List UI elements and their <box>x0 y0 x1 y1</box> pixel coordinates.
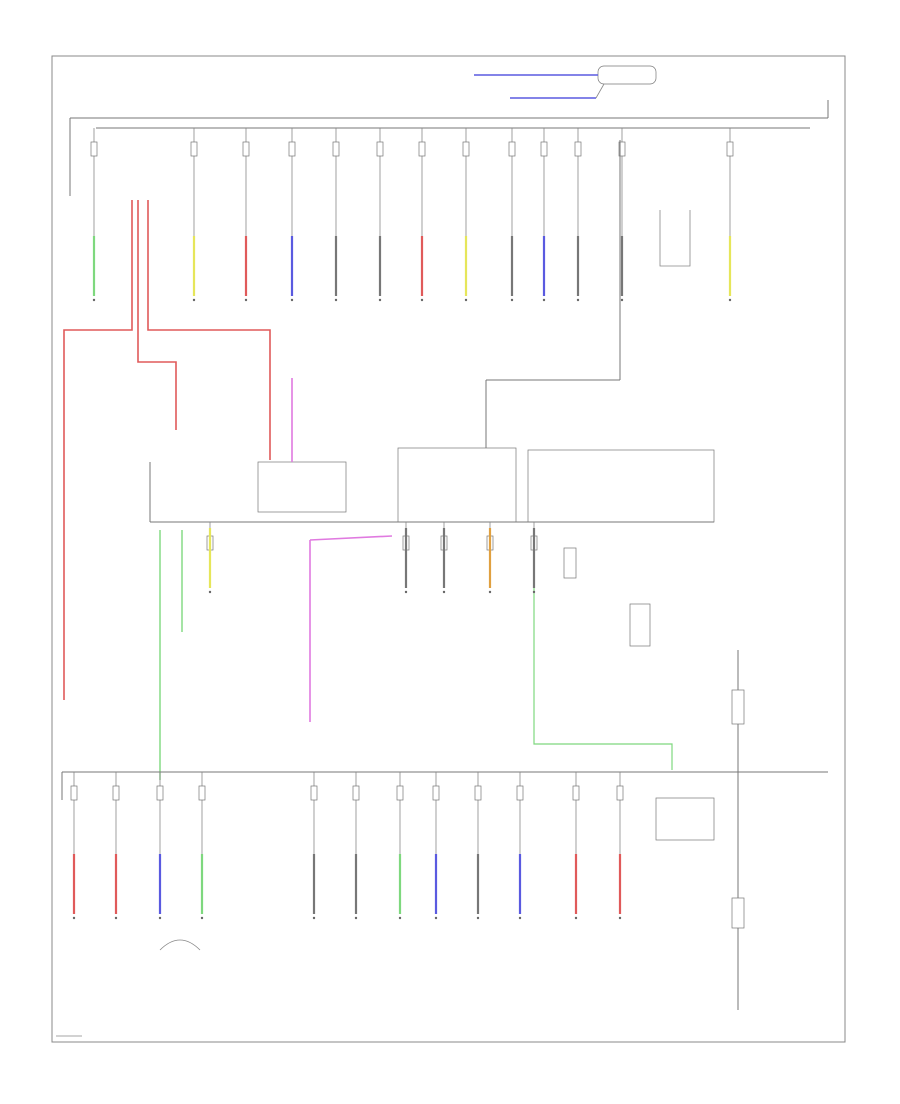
upper-fuse-13 <box>726 128 734 302</box>
lower-fuse-11 <box>572 772 580 920</box>
middle-drop-1 <box>402 522 410 594</box>
lower-fuse-7 <box>396 772 404 920</box>
main-red-feed <box>63 200 271 700</box>
upper-fuse-10 <box>540 128 548 302</box>
lower-fuse-3 <box>156 772 164 920</box>
upper-fuse-4 <box>288 128 296 302</box>
switch-link-wire <box>595 83 605 99</box>
lower-fuse-5 <box>310 772 318 920</box>
lower-fuse-2 <box>112 772 120 920</box>
upper-fuse-12 <box>618 128 626 302</box>
diagram-frame <box>51 55 846 1043</box>
upper-fuse-8 <box>462 128 470 302</box>
lower-fuse-6 <box>352 772 360 920</box>
pink-wire <box>291 378 393 722</box>
lower-fuse-10 <box>516 772 524 920</box>
middle-drop-5 <box>206 522 214 594</box>
upper-fuse-11 <box>574 128 582 302</box>
lower-fuse-1 <box>70 772 78 920</box>
right-component-chain <box>563 547 745 929</box>
upper-fuse-5 <box>332 128 340 302</box>
upper-fuse-2 <box>190 128 198 302</box>
lower-fuse-12 <box>616 772 624 920</box>
lower-fuse-row <box>70 772 624 920</box>
upper-fuse-6 <box>376 128 384 302</box>
ground-loop-right <box>659 210 691 267</box>
upper-fuse-row <box>90 128 734 302</box>
middle-drop-2 <box>440 522 448 594</box>
upper-fuse-3 <box>242 128 250 302</box>
upper-fuse-9 <box>508 128 516 302</box>
lower-fuse-8 <box>432 772 440 920</box>
ground-loop-left <box>159 939 201 951</box>
lower-fuse-4 <box>198 772 206 920</box>
upper-fuse-1 <box>90 128 98 302</box>
middle-connector-row <box>206 522 538 594</box>
upper-fuse-7 <box>418 128 426 302</box>
middle-junction-block <box>149 140 715 523</box>
lower-fuse-9 <box>474 772 482 920</box>
middle-drop-4 <box>530 522 538 594</box>
lower-fuse-box <box>61 650 828 1010</box>
green-wire-c <box>533 540 673 770</box>
upper-fuse-box <box>69 100 829 196</box>
middle-drop-3 <box>486 522 494 594</box>
